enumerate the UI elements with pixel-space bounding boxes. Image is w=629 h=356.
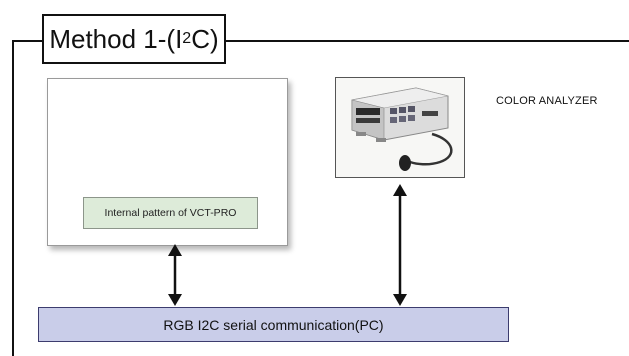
monitor-pc-arrow — [168, 244, 182, 306]
internal-pattern-box: Internal pattern of VCT-PRO — [83, 197, 258, 229]
frame-left-line — [12, 40, 14, 356]
pc-communication-label: RGB I2C serial communication(PC) — [163, 316, 384, 333]
frame-top-line — [12, 40, 629, 42]
internal-pattern-label: Internal pattern of VCT-PRO — [104, 207, 237, 219]
color-analyzer-label: COLOR ANALYZER — [496, 95, 598, 107]
method-title-text: Method 1-(I — [49, 23, 183, 54]
color-analyzer-device-icon — [351, 87, 453, 171]
analyzer-pc-arrow — [393, 184, 407, 306]
method-title-suffix: C) — [191, 23, 219, 54]
color-analyzer-image — [335, 77, 465, 178]
pc-communication-bar: RGB I2C serial communication(PC) — [38, 307, 509, 342]
